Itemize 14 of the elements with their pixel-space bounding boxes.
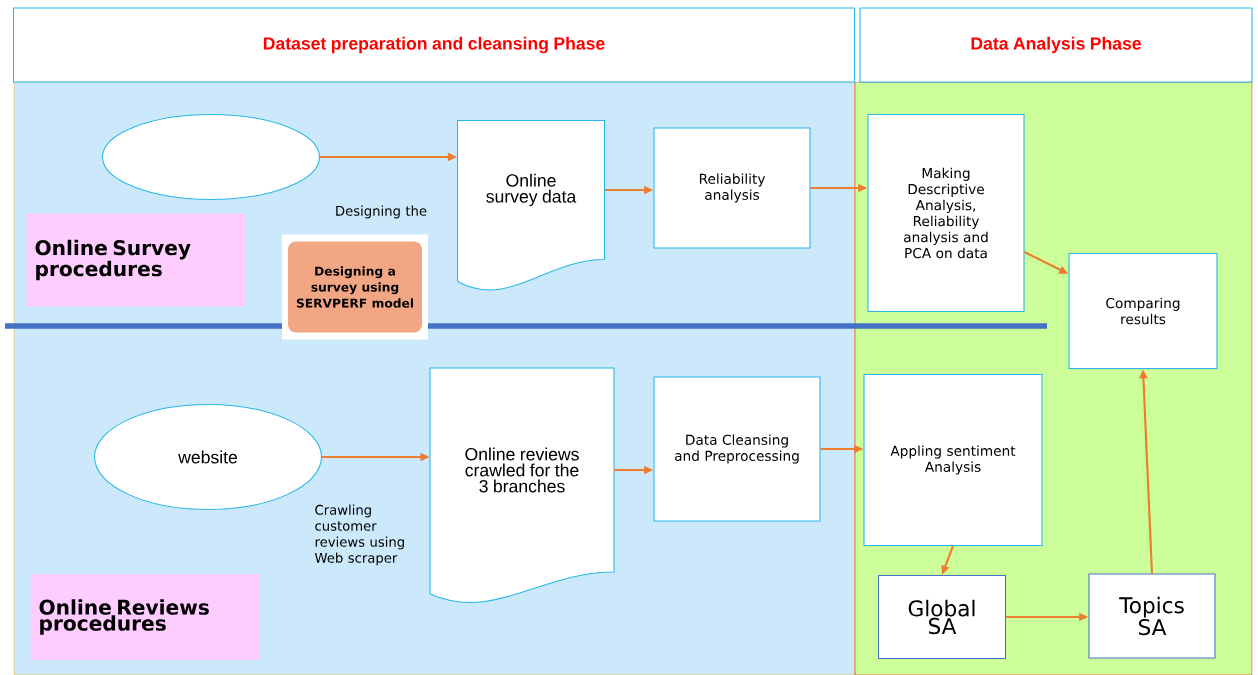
annotation-text: Designing the (336, 205, 427, 219)
process-box: Reliability analysis (653, 127, 811, 249)
section-label-box: Online Reviews procedures (30, 574, 260, 660)
phase-header: Data Analysis Phase (859, 7, 1253, 83)
process-box: Making Descriptive Analysis, Reliability analysis and PCA on data (867, 113, 1025, 313)
phase-header: Dataset preparation and cleansing Phase (12, 7, 856, 83)
process-box: Appling sentiment Analysis (863, 373, 1043, 547)
process-box: Data Cleansing and Preprocessing (653, 376, 821, 522)
section-label-box: Online Survey procedures (26, 213, 246, 307)
process-box: Global SA (877, 574, 1007, 660)
rounded-box: Designing a survey using SERVPERF model (282, 234, 428, 340)
ellipse (101, 113, 321, 201)
process-box: Comparing results (1068, 252, 1218, 370)
process-box: Topics SA (1088, 573, 1216, 659)
